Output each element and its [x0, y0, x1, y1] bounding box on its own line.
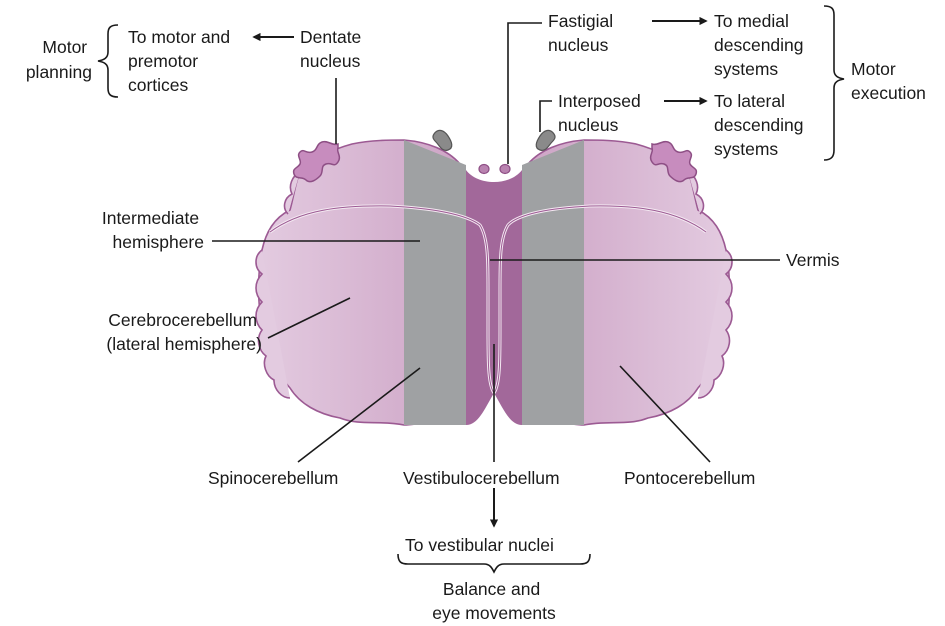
fastigial-nucleus-left-icon — [479, 165, 489, 174]
spinocerebellum-label: Spinocerebellum — [208, 468, 338, 488]
fastigial-nucleus-right-icon — [500, 165, 510, 174]
to-vestibular-nuclei-label: To vestibular nuclei — [405, 535, 554, 555]
motor-execution-brace — [824, 6, 844, 160]
vermis-label: Vermis — [786, 250, 840, 270]
spinocerebellum-band-left — [404, 140, 466, 425]
cerebrocerebellum-label: Cerebrocerebellum (lateral hemisphere) — [106, 310, 262, 354]
motor-execution-label: Motor execution — [851, 59, 926, 103]
interposed-nucleus-label: Interposed nucleus — [558, 91, 646, 135]
intermediate-hemisphere-label: Intermediate hemisphere — [102, 208, 204, 252]
to-lateral-descending-label: To lateral descending systems — [714, 91, 808, 159]
to-motor-cortices-label: To motor and premotor cortices — [128, 27, 235, 95]
dentate-nucleus-label: Dentate nucleus — [300, 27, 366, 71]
spinocerebellum-band-right — [522, 140, 584, 425]
to-medial-descending-label: To medial descending systems — [714, 11, 808, 79]
motor-planning-brace — [98, 25, 118, 97]
vestibulocerebellum-label: Vestibulocerebellum — [403, 468, 560, 488]
pontocerebellum-label: Pontocerebellum — [624, 468, 755, 488]
vestibular-brace — [398, 554, 590, 572]
balance-eye-movements-label: Balance and eye movements — [432, 579, 556, 623]
motor-planning-label: Motor planning — [26, 37, 92, 82]
fastigial-nucleus-label: Fastigial nucleus — [548, 11, 618, 55]
